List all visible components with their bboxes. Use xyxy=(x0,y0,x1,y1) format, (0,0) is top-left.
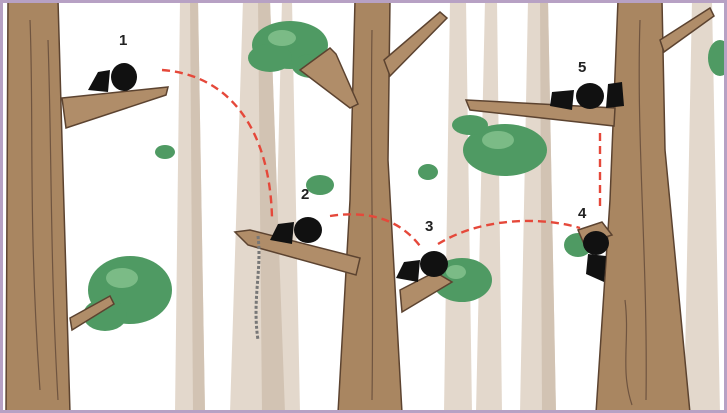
step-label-4: 4 xyxy=(578,205,587,222)
step-label-2: 2 xyxy=(301,186,309,203)
step-label-1: 1 xyxy=(119,32,127,49)
step-label-5: 5 xyxy=(578,59,586,76)
step-label-3: 3 xyxy=(425,218,433,235)
